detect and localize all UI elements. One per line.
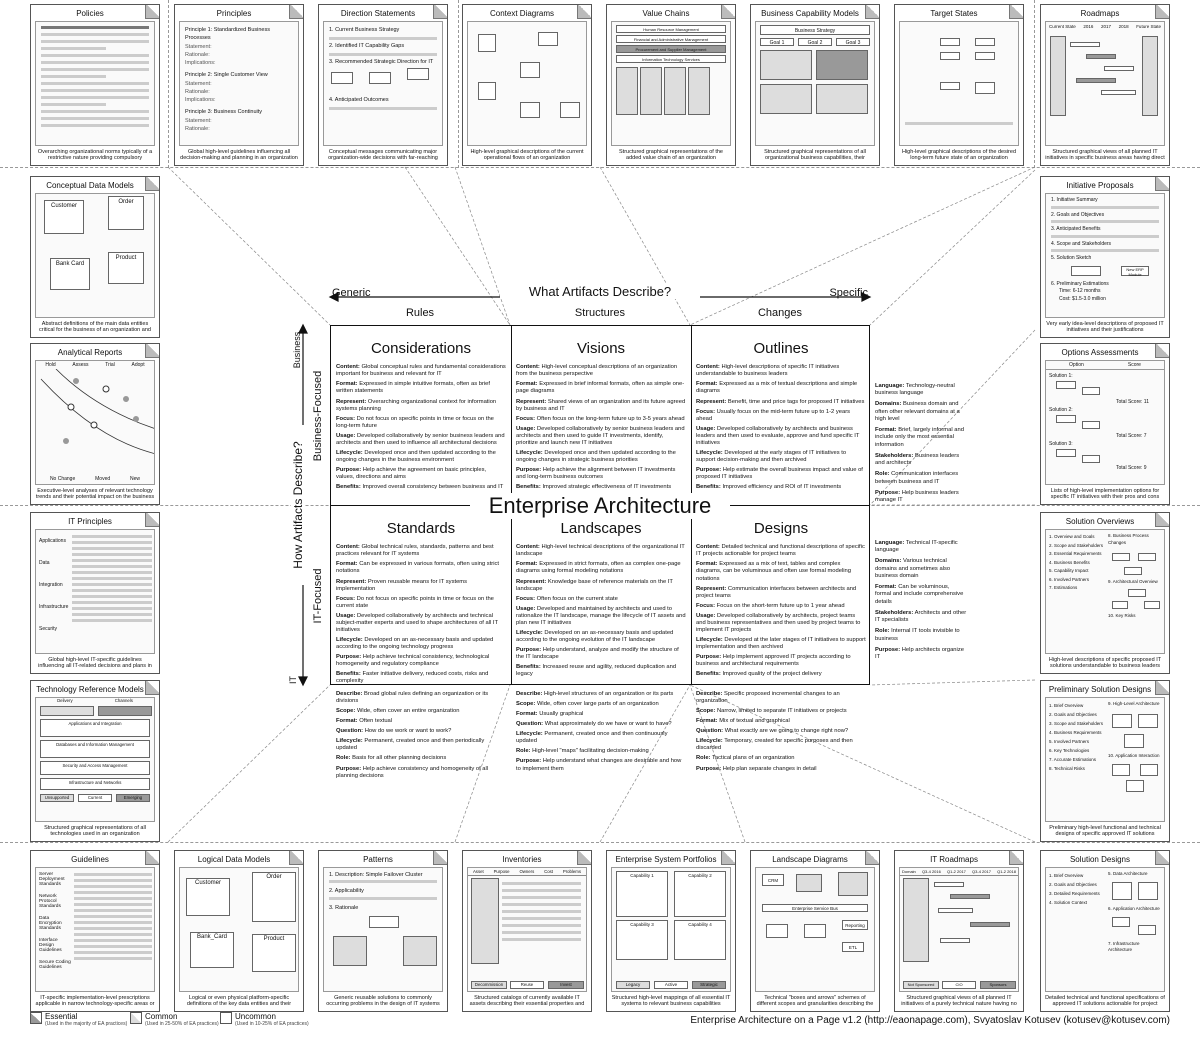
it-principles-card: IT Principles Applications Data Integrat…	[30, 512, 160, 674]
context-diagrams-card: Context Diagrams High-level graphical de…	[462, 4, 592, 166]
logical-data-models-card: Logical Data Models Customer Order Bank_…	[174, 850, 304, 1012]
target-states-card: Target States High-level graphical descr…	[894, 4, 1024, 166]
standards-cell: Standards Content: Global technical rule…	[332, 507, 510, 691]
structures-description: Describe: High-level structures of an or…	[516, 691, 682, 772]
business-row-description: Language: Technology-neutral business la…	[875, 383, 964, 504]
designs-title: Designs	[753, 520, 809, 537]
separator	[1034, 0, 1035, 168]
outlines-title: Outlines	[753, 340, 809, 357]
business-label: Business	[292, 331, 302, 369]
solution-designs-card: Solution Designs 1. Brief Overview 2. Go…	[1040, 850, 1170, 1012]
generic-label: Generic	[332, 287, 371, 299]
landscape-diagrams-card: Landscape Diagrams CRM Enterprise Servic…	[750, 850, 880, 1012]
conceptual-data-models-card: Conceptual Data Models Customer Order Ba…	[30, 176, 160, 338]
designs-cell: Designs Content: Detailed technical and …	[696, 520, 866, 678]
rules-description: Describe: Broad global rules defining an…	[336, 691, 489, 779]
separator	[458, 0, 459, 168]
changes-header: Changes	[757, 307, 803, 319]
preliminary-solution-designs-card: Preliminary Solution Designs 1. Brief Ov…	[1040, 680, 1170, 842]
business-capability-models-card: Business Capability Models Business Stra…	[750, 4, 880, 166]
landscapes-title: Landscapes	[560, 520, 642, 537]
it-row-description: Language: Technical IT-specific language…	[875, 540, 967, 661]
separator	[0, 842, 1200, 843]
footer-credit: Enterprise Architecture on a Page v1.2 (…	[690, 1015, 1170, 1026]
it-focused-label: IT-Focused	[312, 568, 324, 624]
legend-essential: Essential(Used in the majority of EA pra…	[30, 1012, 127, 1027]
specific-label: Specific	[829, 287, 868, 299]
essential-swatch	[30, 1012, 42, 1024]
separator	[168, 0, 169, 168]
policies-card: Policies Overarching organizational norm…	[30, 4, 160, 166]
legend-common: Common(Used in 25-50% of EA practices)	[130, 1012, 219, 1027]
value-chains-card: Value Chains Human Resource Management F…	[606, 4, 736, 166]
initiative-proposals-card: Initiative Proposals 1. Initiative Summa…	[1040, 176, 1170, 338]
visions-cell: Visions Content: High-level conceptual d…	[516, 340, 686, 491]
side-question: How Artifacts Describe?	[291, 425, 305, 585]
structures-header: Structures	[574, 307, 626, 319]
visions-title: Visions	[576, 340, 626, 357]
solution-overviews-card: Solution Overviews 1. Overview and Goals…	[1040, 512, 1170, 674]
it-label: IT	[288, 676, 298, 684]
uncommon-swatch	[220, 1012, 232, 1024]
considerations-cell: Considerations Content: Global conceptua…	[336, 340, 506, 491]
top-question: What Artifacts Describe?	[500, 284, 700, 299]
outlines-cell: Outlines Content: High-level description…	[696, 340, 865, 491]
enterprise-system-portfolios-card: Enterprise System Portfolios Capability …	[606, 850, 736, 1012]
guidelines-card: Guidelines Server Deployment Standards N…	[30, 850, 160, 1012]
patterns-card: Patterns 1. Description: Simple Failover…	[318, 850, 448, 1012]
center-title: Enterprise Architecture	[470, 493, 730, 519]
common-swatch	[130, 1012, 142, 1024]
considerations-title: Considerations	[370, 340, 472, 357]
business-focused-label: Business-Focused	[312, 370, 324, 462]
changes-description: Describe: Specific proposed incremental …	[696, 691, 853, 772]
standards-title: Standards	[386, 520, 456, 537]
principles-card: Principles Principle 1: Standardized Bus…	[174, 4, 304, 166]
legend-uncommon: Uncommon(Used in 10-25% of EA practices)	[220, 1012, 309, 1027]
rules-header: Rules	[405, 307, 435, 319]
direction-statements-card: Direction Statements 1. Current Business…	[318, 4, 448, 166]
landscapes-cell: Landscapes Content: High-level technical…	[516, 520, 686, 678]
